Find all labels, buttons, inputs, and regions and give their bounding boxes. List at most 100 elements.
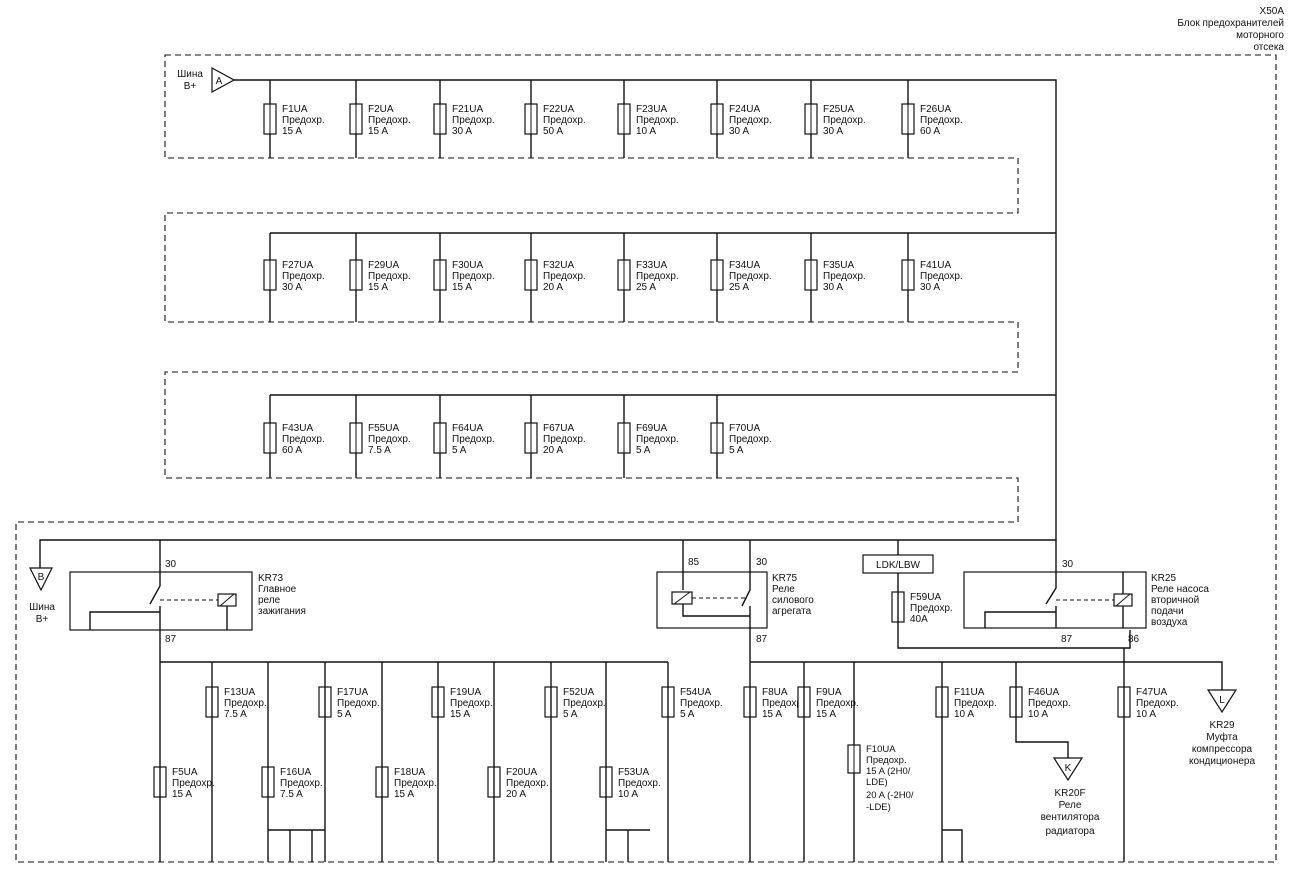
bus-a-label-2: B+ <box>184 81 197 92</box>
fuse-f47ua-rating: 10 A <box>1136 709 1156 720</box>
relay-kr75: 85 30 87 KR75 Реле силового агрегата <box>656 540 814 862</box>
fuse-f70ua-id: F70UA <box>729 423 760 434</box>
load-kr29-marker: L <box>1219 695 1225 706</box>
fuse-f41ua-sub: Предохр. <box>920 271 963 282</box>
load-kr20f-desc-1: Реле <box>1059 800 1082 811</box>
relay-kr73-desc-1: Главное <box>258 584 297 595</box>
fuse-f52ua-rating: 5 A <box>563 709 578 720</box>
fuse-f16ua-rating: 7.5 A <box>280 789 303 800</box>
fuse-f24ua-rating: 30 A <box>729 126 749 137</box>
fuse-f18ua-id: F18UA <box>394 767 425 778</box>
fuse-f34ua-id: F34UA <box>729 260 760 271</box>
fuse-f10ua-line-2: 15 A (2H0/ <box>866 766 911 777</box>
fuse-f27ua-id: F27UA <box>282 260 313 271</box>
fuse-f26ua-sub: Предохр. <box>920 115 963 126</box>
fuse-f54ua-id: F54UA <box>680 687 711 698</box>
fuse-f22ua-rating: 50 A <box>543 126 563 137</box>
fuse-f13ua-rating: 7.5 A <box>224 709 247 720</box>
relay-kr75-pin-30: 30 <box>756 557 768 568</box>
fuse-f32ua-rating: 20 A <box>543 282 563 293</box>
fuse-f70ua-sub: Предохр. <box>729 434 772 445</box>
fuse-f10ua-line-1: Предохр. <box>866 755 907 766</box>
fuse-f20ua-id: F20UA <box>506 767 537 778</box>
fuse-f69ua-rating: 5 A <box>636 445 651 456</box>
relay-kr25: 30 87 86 KR25 Реле насоса вторичной пода… <box>963 540 1209 645</box>
fuse-f52ua-id: F52UA <box>563 687 594 698</box>
fuse-f13ua-sub: Предохр. <box>224 698 267 709</box>
fuse-f10ua-line-5: -LDE) <box>866 802 891 813</box>
block-boundary <box>15 54 1277 863</box>
fuse-f33ua-rating: 25 A <box>636 282 656 293</box>
fuse-f24ua-id: F24UA <box>729 104 760 115</box>
relay-kr73-pin-87: 87 <box>165 634 177 645</box>
fuse-f17ua-id: F17UA <box>337 687 368 698</box>
bus-b-marker: B <box>38 572 45 583</box>
fuse-f53ua-id: F53UA <box>618 767 649 778</box>
block-title-line-1: Блок предохранителей <box>1177 18 1284 29</box>
fuse-f30ua-id: F30UA <box>452 260 483 271</box>
relay-kr75-code: KR75 <box>772 573 797 584</box>
fuse-f10ua-line-4: 20 A (-2H0/ <box>866 790 914 801</box>
relay-kr25-desc-3: подачи <box>1151 606 1184 617</box>
fuse-f67ua-id: F67UA <box>543 423 574 434</box>
fuse-f2ua-sub: Предохр. <box>368 115 411 126</box>
fuse-f32ua-id: F32UA <box>543 260 574 271</box>
fuse-f19ua-id: F19UA <box>450 687 481 698</box>
fuse-f20ua-sub: Предохр. <box>506 778 549 789</box>
fuse-f1ua-id: F1UA <box>282 104 308 115</box>
fuse-f53ua-rating: 10 A <box>618 789 638 800</box>
fuse-f46ua-id: F46UA <box>1028 687 1059 698</box>
fuse-f67ua-sub: Предохр. <box>543 434 586 445</box>
block-title-line-2: моторного <box>1236 30 1284 41</box>
fuse-f27ua-sub: Предохр. <box>282 271 325 282</box>
relay-kr25-code: KR25 <box>1151 573 1176 584</box>
fuse-f64ua-rating: 5 A <box>452 445 467 456</box>
fuse-f47ua-sub: Предохр. <box>1136 698 1179 709</box>
fuse-f41ua-id: F41UA <box>920 260 951 271</box>
relay-kr25-pin-87: 87 <box>1061 634 1073 645</box>
fuse-f46ua-rating: 10 A <box>1028 709 1048 720</box>
fuse-f24ua-sub: Предохр. <box>729 115 772 126</box>
fuse-f20ua-rating: 20 A <box>506 789 526 800</box>
fuse-f43ua-sub: Предохр. <box>282 434 325 445</box>
fuse-f29ua-sub: Предохр. <box>368 271 411 282</box>
block-title-line-3: отсека <box>1253 42 1284 53</box>
fuse-f30ua-sub: Предохр. <box>452 271 495 282</box>
fuse-f54ua-sub: Предохр. <box>680 698 723 709</box>
load-kr20f-desc-2: вентилятора <box>1041 812 1100 823</box>
fuse-f1ua-sub: Предохр. <box>282 115 325 126</box>
fuse-f46ua-sub: Предохр. <box>1028 698 1071 709</box>
fuse-f54ua-rating: 5 A <box>680 709 695 720</box>
bus-a-label-1: Шина <box>177 69 203 80</box>
fuse-f43ua-id: F43UA <box>282 423 313 434</box>
fuse-f2ua-rating: 15 A <box>368 126 388 137</box>
relay-kr73-code: KR73 <box>258 573 283 584</box>
fuse-f23ua-id: F23UA <box>636 104 667 115</box>
relay-kr75-pin-85: 85 <box>688 557 700 568</box>
fuse-f35ua-id: F35UA <box>823 260 854 271</box>
fuse-f19ua-sub: Предохр. <box>450 698 493 709</box>
fuse-f2ua-id: F2UA <box>368 104 394 115</box>
relay-kr25-desc-2: вторичной <box>1151 595 1199 606</box>
main-bus-wires <box>39 79 1057 568</box>
load-kr29-desc-2: компрессора <box>1192 744 1253 755</box>
fuse-f10ua: F10UA Предохр. 15 A (2H0/ LDE) 20 A (-2H… <box>847 744 914 813</box>
fuse-f9ua-sub: Предохр. <box>816 698 859 709</box>
relay-kr25-pin-86: 86 <box>1128 634 1140 645</box>
relay-kr75-pin-87: 87 <box>756 634 768 645</box>
relay-kr75-desc-3: агрегата <box>772 606 812 617</box>
